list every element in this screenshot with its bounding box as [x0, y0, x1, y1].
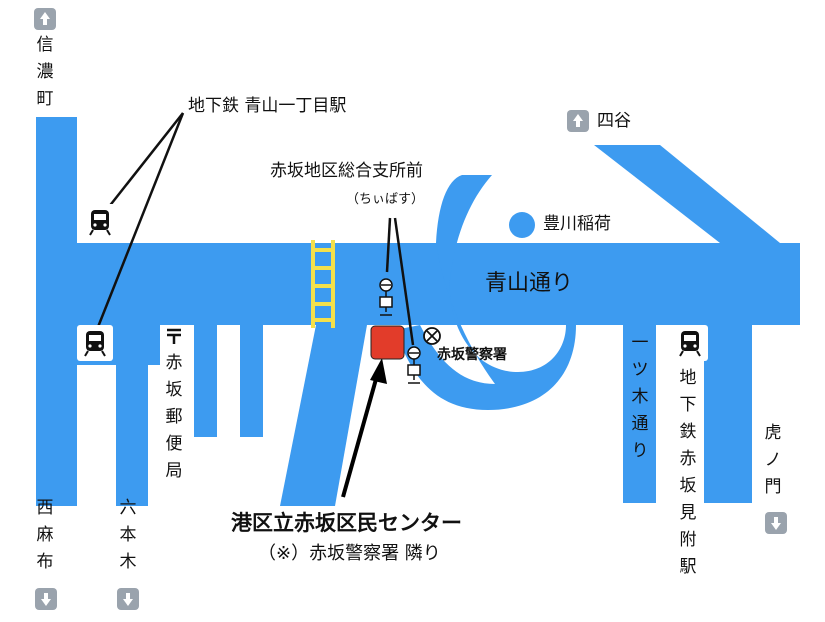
label-roppongi: 六本木 — [119, 498, 137, 572]
center-arrow — [341, 358, 387, 498]
road-toranomon — [752, 243, 800, 325]
label-subway-aoyama: 地下鉄 青山一丁目駅 — [188, 96, 347, 116]
arrow-down-icon — [765, 512, 787, 534]
label-shinanomachi: 信濃町 — [36, 35, 54, 109]
arrow-down-icon — [117, 588, 139, 610]
label-toranomon: 虎ノ門 — [764, 423, 782, 497]
shrine-marker-icon — [509, 212, 535, 238]
label-nishiazabu: 西麻布 — [36, 498, 54, 572]
bus-stop-icon — [407, 346, 421, 384]
pointer-lines — [96, 112, 415, 346]
label-center-name: 港区立赤坂区民センター — [231, 511, 462, 535]
label-center-note: （※）赤坂警察署 隣り — [258, 543, 441, 564]
road-roppongi — [116, 365, 148, 506]
ward-center-building — [370, 325, 405, 360]
arrow-up-icon — [567, 110, 589, 132]
crosswalk-ladder — [311, 240, 335, 328]
road-aoyama-dori — [36, 243, 800, 325]
label-chiibasu: （ちぃばす） — [346, 192, 425, 207]
train-icon — [82, 204, 118, 240]
label-hitotsugi: 一ツ木通り — [631, 333, 649, 461]
road-small-2 — [240, 325, 263, 437]
label-akasaka-branch: 赤坂地区総合支所前 — [270, 161, 423, 181]
label-toyokawa: 豊川稲荷 — [543, 214, 611, 234]
train-icon — [77, 325, 113, 361]
police-box-icon — [423, 327, 441, 345]
label-police: 赤坂警察署 — [437, 347, 507, 363]
road-network — [36, 117, 800, 506]
arrow-up-icon — [34, 8, 56, 30]
road-yotsuya-diagonal — [594, 145, 780, 243]
post-office-icon — [164, 326, 184, 346]
train-icon — [672, 325, 708, 361]
arrow-down-icon — [35, 588, 57, 610]
label-subway-akasaka-mitsuke: 地下鉄赤坂見附駅 — [679, 368, 697, 577]
label-aoyama-dori: 青山通り — [485, 271, 574, 296]
road-akasaka-mitsuke — [704, 325, 752, 503]
label-yotsuya: 四谷 — [597, 111, 631, 131]
road-diagonal-south — [280, 325, 367, 506]
road-loop — [395, 175, 576, 410]
road-small-1 — [194, 325, 217, 437]
bus-stop-icon — [379, 278, 393, 316]
label-post-office: 赤坂郵便局 — [165, 353, 183, 481]
road-hitotsugi — [623, 325, 656, 503]
